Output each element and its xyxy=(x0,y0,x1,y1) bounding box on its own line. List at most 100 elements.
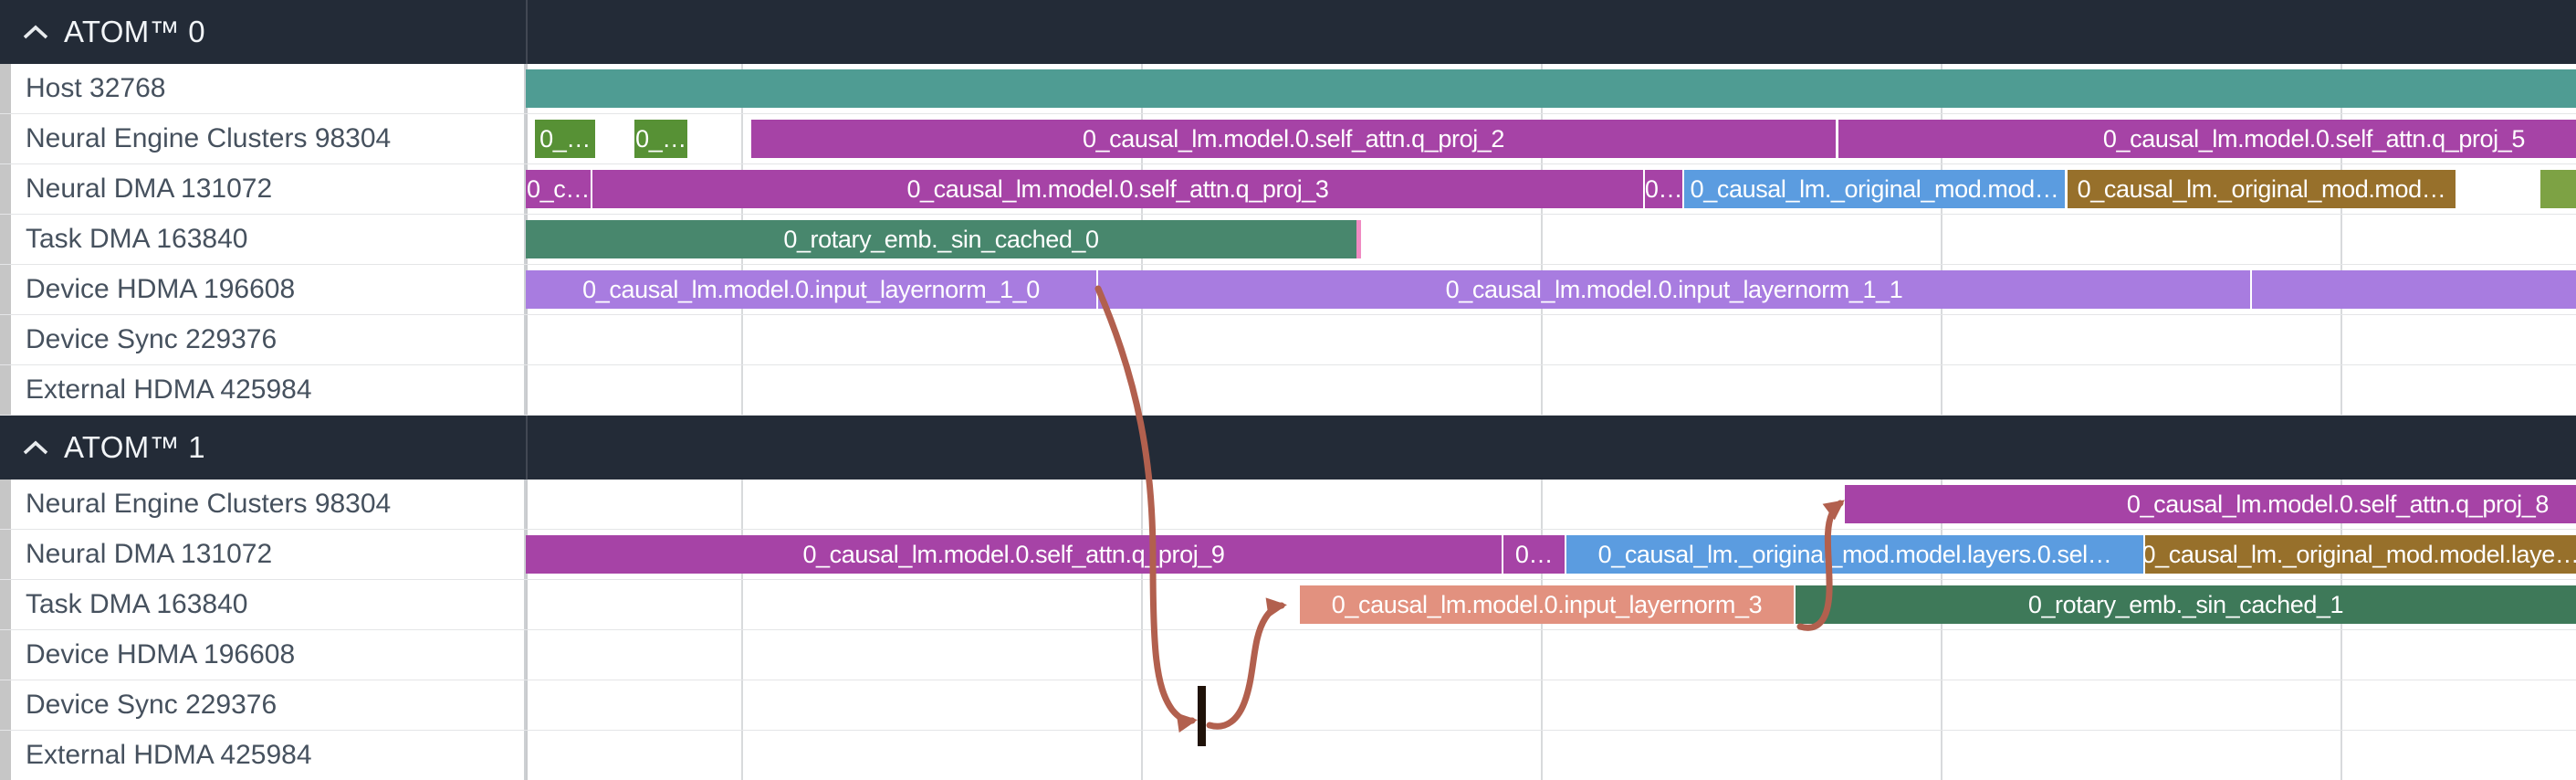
slice-label: 0_causal_lm.model.0.self_attn.q_proj_3 xyxy=(906,174,1329,203)
timeline-gridline xyxy=(1541,0,1543,780)
slice-bar[interactable]: 0_… xyxy=(634,120,687,158)
track-label-cell[interactable]: Device HDMA 196608 xyxy=(0,265,526,314)
timeline-gridline xyxy=(741,0,743,780)
slice-bar[interactable]: 0_rotary_emb._sin_cached_1 xyxy=(1796,585,2576,624)
track-row: Device HDMA 196608 xyxy=(0,630,2576,680)
track-reorder-handle xyxy=(0,114,11,163)
track-label-cell[interactable]: Device HDMA 196608 xyxy=(0,630,526,680)
slice-label: 0… xyxy=(1645,174,1682,203)
slice-bar[interactable]: 0… xyxy=(1645,170,1682,208)
track-row: Device Sync 229376 xyxy=(0,680,2576,731)
collapse-chevron-icon xyxy=(22,440,49,456)
track-label: Host 32768 xyxy=(26,73,166,103)
track-label: Device Sync 229376 xyxy=(26,324,277,354)
slice-label: 0_causal_lm.model.0.self_attn.q_proj_9 xyxy=(802,540,1225,568)
track-row: Host 32768 xyxy=(0,64,2576,114)
track-label: Device HDMA 196608 xyxy=(26,639,296,669)
track-label: Neural DMA 131072 xyxy=(26,539,273,569)
slice-label: 0… xyxy=(1514,540,1554,568)
track-reorder-handle xyxy=(0,315,11,364)
track-reorder-handle xyxy=(0,680,11,730)
track-row: Device Sync 229376 xyxy=(0,315,2576,365)
group-header-atom-1[interactable]: ATOM™ 1 xyxy=(0,416,2576,480)
track-reorder-handle xyxy=(0,530,11,579)
group-header-atom-0[interactable]: ATOM™ 0 xyxy=(0,0,2576,64)
track-label: External HDMA 425984 xyxy=(26,374,312,405)
track-reorder-handle xyxy=(0,480,11,529)
track-label: Device HDMA 196608 xyxy=(26,274,296,304)
track-label-cell[interactable]: Task DMA 163840 xyxy=(0,580,526,629)
track-label: Neural Engine Clusters 98304 xyxy=(26,489,392,519)
panel-divider-header xyxy=(526,0,528,64)
track-reorder-handle xyxy=(0,580,11,629)
track-label-cell[interactable]: Neural Engine Clusters 98304 xyxy=(0,114,526,163)
slice-bar[interactable]: 0_causal_lm.model.0.self_attn.q_proj_5 xyxy=(1838,120,2576,158)
slice-bar[interactable] xyxy=(2540,170,2576,208)
group-title: ATOM™ 1 xyxy=(64,430,205,464)
track-label-cell[interactable]: Neural Engine Clusters 98304 xyxy=(0,480,526,529)
slice-label: 0_c… xyxy=(527,174,590,203)
slice-bar[interactable]: 0_causal_lm.model.0.self_attn.q_proj_3 xyxy=(592,170,1643,208)
track-reorder-handle xyxy=(0,365,11,415)
slice-label: 0_causal_lm._original_mod.mod… xyxy=(1690,174,2059,203)
track-label-cell[interactable]: Device Sync 229376 xyxy=(0,680,526,730)
track-row: External HDMA 425984 xyxy=(0,731,2576,780)
slice-label: 0_causal_lm.model.0.input_layernorm_1_1 xyxy=(1445,275,1903,303)
slice-label: 0_causal_lm.model.0.self_attn.q_proj_8 xyxy=(2126,490,2550,518)
track-label: Task DMA 163840 xyxy=(26,589,248,619)
track-row: 0_rotary_emb._sin_cached_0 Task DMA 16384… xyxy=(0,215,2576,265)
slice-label: 0_causal_lm.model.0.input_layernorm_1_0 xyxy=(582,275,1040,303)
track-row: 0_causal_lm.model.0.self_attn.q_proj_8 Ne… xyxy=(0,480,2576,530)
track-reorder-handle xyxy=(0,265,11,314)
track-row: External HDMA 425984 xyxy=(0,365,2576,416)
sync-marker-tick[interactable] xyxy=(1198,686,1206,746)
slice-label: 0_causal_lm.model.0.self_attn.q_proj_2 xyxy=(1082,124,1505,153)
track-label-cell[interactable]: Task DMA 163840 xyxy=(0,215,526,264)
slice-bar[interactable]: 0… xyxy=(1503,535,1565,574)
slice-bar[interactable]: 0_… xyxy=(535,120,595,158)
slice-bar[interactable]: 0_c… xyxy=(526,170,591,208)
slice-bar[interactable] xyxy=(1356,220,1361,258)
track-reorder-handle xyxy=(0,64,11,113)
track-label-cell[interactable]: External HDMA 425984 xyxy=(0,731,526,780)
track-label: External HDMA 425984 xyxy=(26,740,312,770)
track-label-cell[interactable]: External HDMA 425984 xyxy=(0,365,526,415)
slice-bar[interactable]: 0_causal_lm.model.0.input_layernorm_1_0 xyxy=(526,270,1096,309)
slice-bar[interactable]: 0_rotary_emb._sin_cached_0 xyxy=(526,220,1356,258)
track-label: Neural Engine Clusters 98304 xyxy=(26,123,392,153)
slice-label: 0_causal_lm._original_mod.model.laye… xyxy=(2145,540,2576,568)
track-label: Device Sync 229376 xyxy=(26,690,277,720)
slice-bar[interactable]: 0_causal_lm.model.0.self_attn.q_proj_2 xyxy=(751,120,1836,158)
slice-bar[interactable]: 0_causal_lm.model.0.self_attn.q_proj_8 xyxy=(1845,485,2576,523)
slice-label: 0_causal_lm.model.0.self_attn.q_proj_5 xyxy=(2102,124,2526,153)
track-reorder-handle xyxy=(0,215,11,264)
slice-bar[interactable] xyxy=(526,69,2576,108)
slice-bar[interactable] xyxy=(2252,270,2576,309)
slice-bar[interactable]: 0_causal_lm._original_mod.model.laye… xyxy=(2145,535,2576,574)
track-label: Task DMA 163840 xyxy=(26,224,248,254)
track-reorder-handle xyxy=(0,731,11,780)
slice-label: 0_rotary_emb._sin_cached_1 xyxy=(2027,590,2344,618)
timeline-gridline xyxy=(2340,0,2342,780)
slice-bar[interactable]: 0_causal_lm.model.0.input_layernorm_3 xyxy=(1300,585,1794,624)
track-label-cell[interactable]: Neural DMA 131072 xyxy=(0,164,526,214)
track-reorder-handle xyxy=(0,630,11,680)
collapse-chevron-icon xyxy=(22,25,49,40)
panel-divider xyxy=(526,0,528,780)
panel-divider-header xyxy=(526,416,528,480)
slice-label: 0_… xyxy=(635,124,686,153)
track-label-cell[interactable]: Neural DMA 131072 xyxy=(0,530,526,579)
track-row: 0_causal_lm.model.0.self_attn.q_proj_9 0…… xyxy=(0,530,2576,580)
slice-bar[interactable]: 0_causal_lm._original_mod.mod… xyxy=(2068,170,2456,208)
slice-bar[interactable]: 0_causal_lm.model.0.input_layernorm_1_1 xyxy=(1098,270,2250,309)
slice-bar[interactable]: 0_causal_lm.model.0.self_attn.q_proj_9 xyxy=(526,535,1502,574)
group-title: ATOM™ 0 xyxy=(64,15,205,48)
slice-label: 0_causal_lm._original_mod.model.layers.0… xyxy=(1597,540,2112,568)
track-label-cell[interactable]: Device Sync 229376 xyxy=(0,315,526,364)
track-row: 0_causal_lm.model.0.input_layernorm_3 0_r… xyxy=(0,580,2576,630)
track-label-cell[interactable]: Host 32768 xyxy=(0,64,526,113)
slice-bar[interactable]: 0_causal_lm._original_mod.mod… xyxy=(1684,170,2065,208)
slice-bar[interactable]: 0_causal_lm._original_mod.model.layers.0… xyxy=(1566,535,2143,574)
timeline-gridline xyxy=(1941,0,1942,780)
